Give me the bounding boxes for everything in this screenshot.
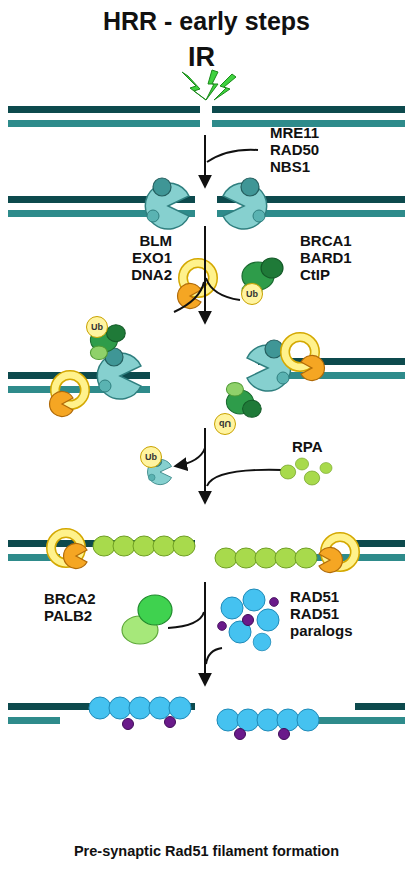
- ubiquitin-tag: Ub: [241, 283, 263, 305]
- dna-rpa-coated: [8, 533, 405, 573]
- dna-mrn-bound: [8, 178, 405, 229]
- dna-rad51-filament: [8, 697, 405, 740]
- ubiquitin-tag: Ub: [214, 413, 236, 435]
- protein-complex-label: RPA: [292, 438, 323, 455]
- lightning-bolts: [182, 70, 236, 100]
- protein-complex-label: BLM EXO1 DNA2: [131, 232, 172, 283]
- radiation-label: IR: [188, 42, 215, 72]
- protein-complex-label: MRE11 RAD50 NBS1: [270, 124, 319, 175]
- figure-title: HRR - early steps: [0, 6, 413, 36]
- protein-complex-label: BRCA1 BARD1 CtIP: [300, 232, 352, 283]
- step-arrow: [176, 428, 282, 502]
- ubiquitin-tag: Ub: [140, 446, 162, 468]
- protein-complex-label: BRCA2 PALB2: [44, 590, 96, 624]
- step-arrow: [168, 582, 222, 684]
- figure-caption: Pre-synaptic Rad51 filament formation: [0, 842, 413, 860]
- dna-resection: [8, 325, 405, 418]
- step-arrow: [174, 226, 240, 322]
- protein-complex-label: RAD51 RAD51 paralogs: [290, 588, 353, 639]
- free-rpa: [280, 458, 332, 485]
- ubiquitin-tag: Ub: [86, 316, 108, 338]
- dna-intact: [8, 106, 405, 127]
- mediator-proteins: [122, 589, 279, 651]
